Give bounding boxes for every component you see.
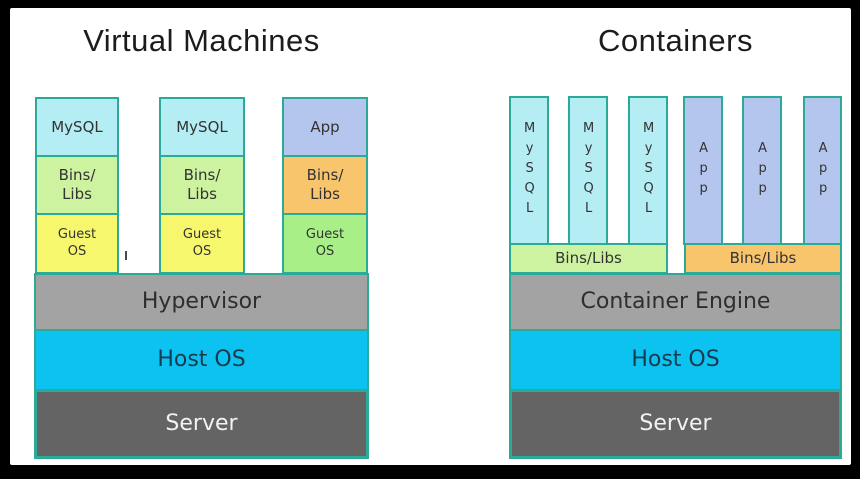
vm2-guest-os-box: Guest OS (159, 213, 245, 274)
containers-host-os-layer: Host OS (509, 329, 842, 391)
container-app-1-label: App (696, 140, 712, 201)
vm3-guest-os-box: Guest OS (282, 213, 368, 274)
container-mysql-3-label: MySQL (641, 120, 657, 221)
hypervisor-layer: Hypervisor (34, 273, 369, 331)
vm2-app-box: MySQL (159, 97, 245, 157)
vm1-bins-libs-box: Bins/ Libs (35, 155, 119, 215)
slide-background: Virtual Machines Containers MySQL Bins/ … (10, 8, 851, 465)
container-mysql-2-label: MySQL (581, 120, 597, 221)
vm-host-os-layer: Host OS (34, 329, 369, 391)
container-app-3-label: App (815, 140, 831, 201)
vm1-guest-os-box: Guest OS (35, 213, 119, 274)
containers-panel-title: Containers (598, 23, 753, 58)
stray-mark (125, 251, 127, 260)
container-app-1: App (683, 96, 723, 245)
vm-server-layer: Server (34, 389, 369, 459)
vm-panel-title: Virtual Machines (83, 23, 320, 58)
containers-bins-libs-app: Bins/Libs (684, 243, 842, 274)
container-mysql-2: MySQL (568, 96, 608, 245)
vm3-app-box: App (282, 97, 368, 157)
vm3-bins-libs-box: Bins/ Libs (282, 155, 368, 215)
vm1-app-box: MySQL (35, 97, 119, 157)
containers-server-layer: Server (509, 389, 842, 459)
container-app-3: App (803, 96, 842, 245)
container-mysql-3: MySQL (628, 96, 668, 245)
container-app-2: App (742, 96, 782, 245)
container-engine-layer: Container Engine (509, 273, 842, 331)
containers-bins-libs-mysql: Bins/Libs (509, 243, 668, 274)
container-mysql-1-label: MySQL (522, 120, 538, 221)
container-app-2-label: App (755, 140, 771, 201)
vm2-bins-libs-box: Bins/ Libs (159, 155, 245, 215)
container-mysql-1: MySQL (509, 96, 549, 245)
